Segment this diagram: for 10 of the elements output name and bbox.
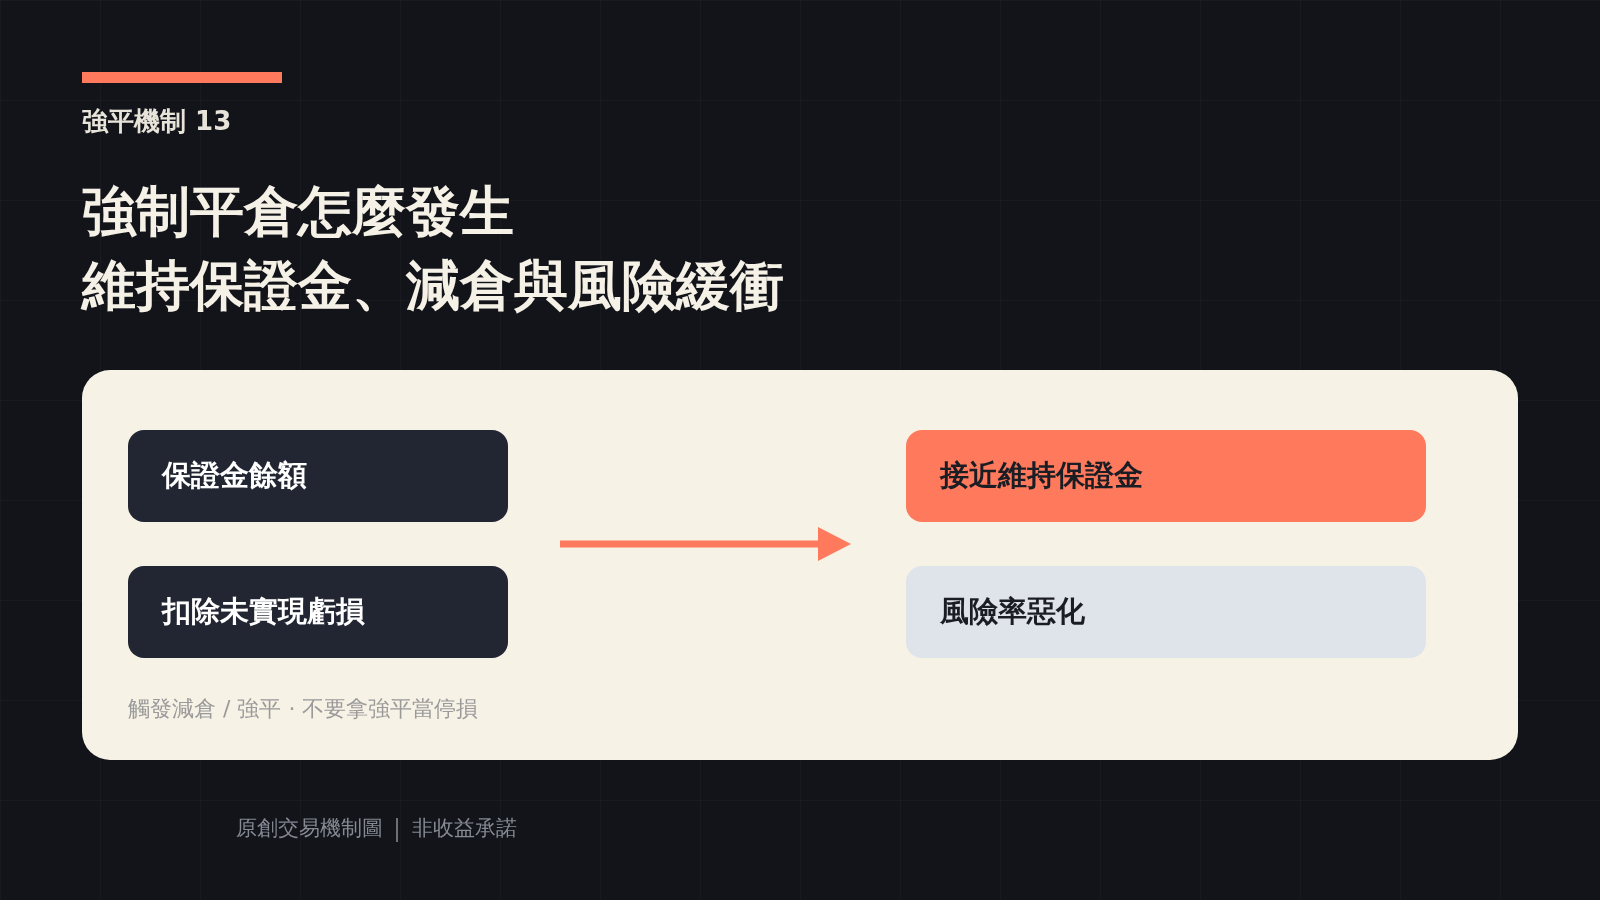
process-box: 保證金餘額 <box>128 430 508 522</box>
title-heading: 強制平倉怎麼發生 <box>82 179 514 245</box>
process-box: 風險率惡化 <box>906 566 1426 658</box>
process-box: 接近維持保證金 <box>906 430 1426 522</box>
process-box: 扣除未實現虧損 <box>128 566 508 658</box>
kicker-text: 強平機制 13 <box>82 105 232 138</box>
footer-text: 原創交易機制圖 <box>236 815 383 842</box>
subtitle-heading: 維持保證金、減倉與風險緩衝 <box>82 253 784 319</box>
note-text: 觸發減倉 / 強平 · 不要拿強平當停損 <box>128 695 479 723</box>
footer-text: 非收益承諾 <box>412 815 517 842</box>
